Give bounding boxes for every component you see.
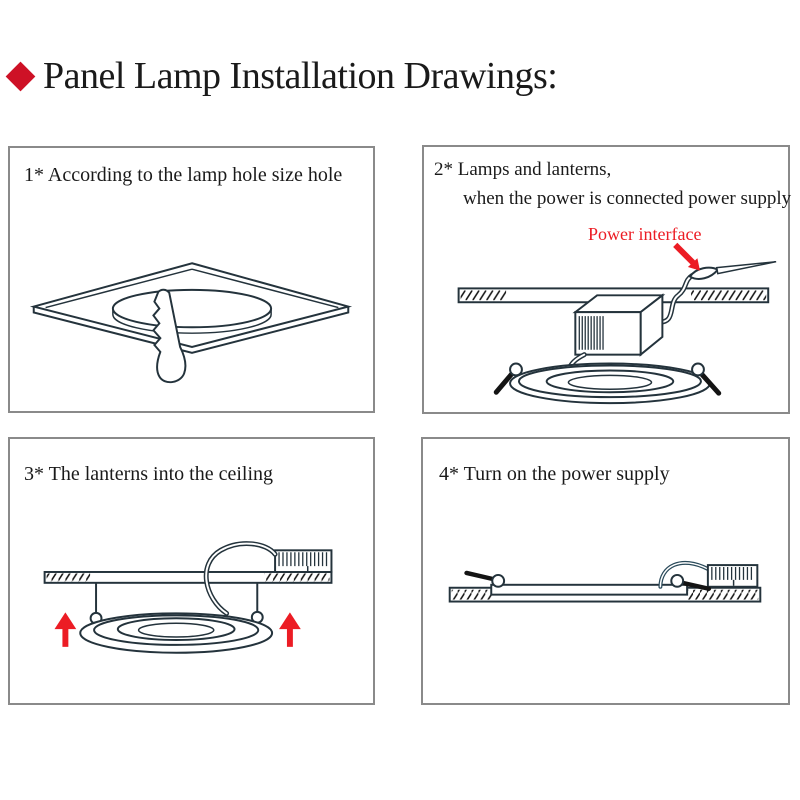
spring-clip-left	[464, 570, 506, 588]
cut-hole	[111, 288, 273, 334]
power-connector	[688, 260, 777, 280]
lamp-wire	[658, 560, 710, 589]
hole-saw-tool	[152, 288, 187, 384]
ceiling-cross-section	[43, 571, 333, 584]
panel-lamp	[79, 612, 274, 654]
step-3-caption: 3* The lanterns into the ceiling	[24, 463, 274, 485]
step-panel-1: 1* According to the lamp hole size hole	[8, 146, 375, 413]
spring-clip-right	[691, 362, 722, 396]
driver-box	[274, 549, 333, 573]
step-2-caption-line1: 2* Lamps and lanterns,	[434, 159, 612, 180]
power-interface-label: Power interface	[588, 224, 702, 244]
step-1-illustration	[29, 262, 353, 384]
step-panel-3: 3* The lanterns into the ceiling	[8, 437, 375, 705]
up-arrow-icon-right	[279, 612, 301, 647]
panel-lamp	[509, 362, 711, 405]
step-4-illustration	[448, 560, 762, 603]
step-panel-2: 2* Lamps and lanterns, when the power is…	[422, 145, 791, 414]
page-title: Panel Lamp Installation Drawings:	[5, 55, 558, 98]
step-3-illustration	[43, 541, 333, 654]
step-2-caption: 2* Lamps and lanterns, when the power is…	[434, 155, 791, 213]
page-title-text: Panel Lamp Installation Drawings:	[43, 55, 558, 97]
step-2-caption-line2: when the power is connected power supply	[463, 188, 792, 209]
step-panel-4: 4* Turn on the power supply	[421, 437, 790, 705]
spring-clip-right	[670, 573, 712, 591]
spring-pin-left	[89, 582, 103, 625]
power-cable	[715, 260, 777, 275]
spring-clip-left	[493, 362, 523, 395]
power-wire	[654, 273, 695, 325]
driver-box	[572, 293, 666, 357]
red-diamond-icon	[5, 62, 36, 92]
spring-pin-right	[250, 582, 264, 624]
red-arrow-icon	[673, 242, 700, 271]
step-1-caption: 1* According to the lamp hole size hole	[24, 164, 343, 186]
flush-panel-lamp	[490, 583, 689, 596]
driver-box	[706, 564, 759, 588]
step-2-illustration	[457, 242, 777, 405]
lamp-wire	[203, 541, 278, 616]
step-4-caption: 4* Turn on the power supply	[439, 463, 670, 485]
up-arrow-icon-left	[54, 612, 77, 647]
